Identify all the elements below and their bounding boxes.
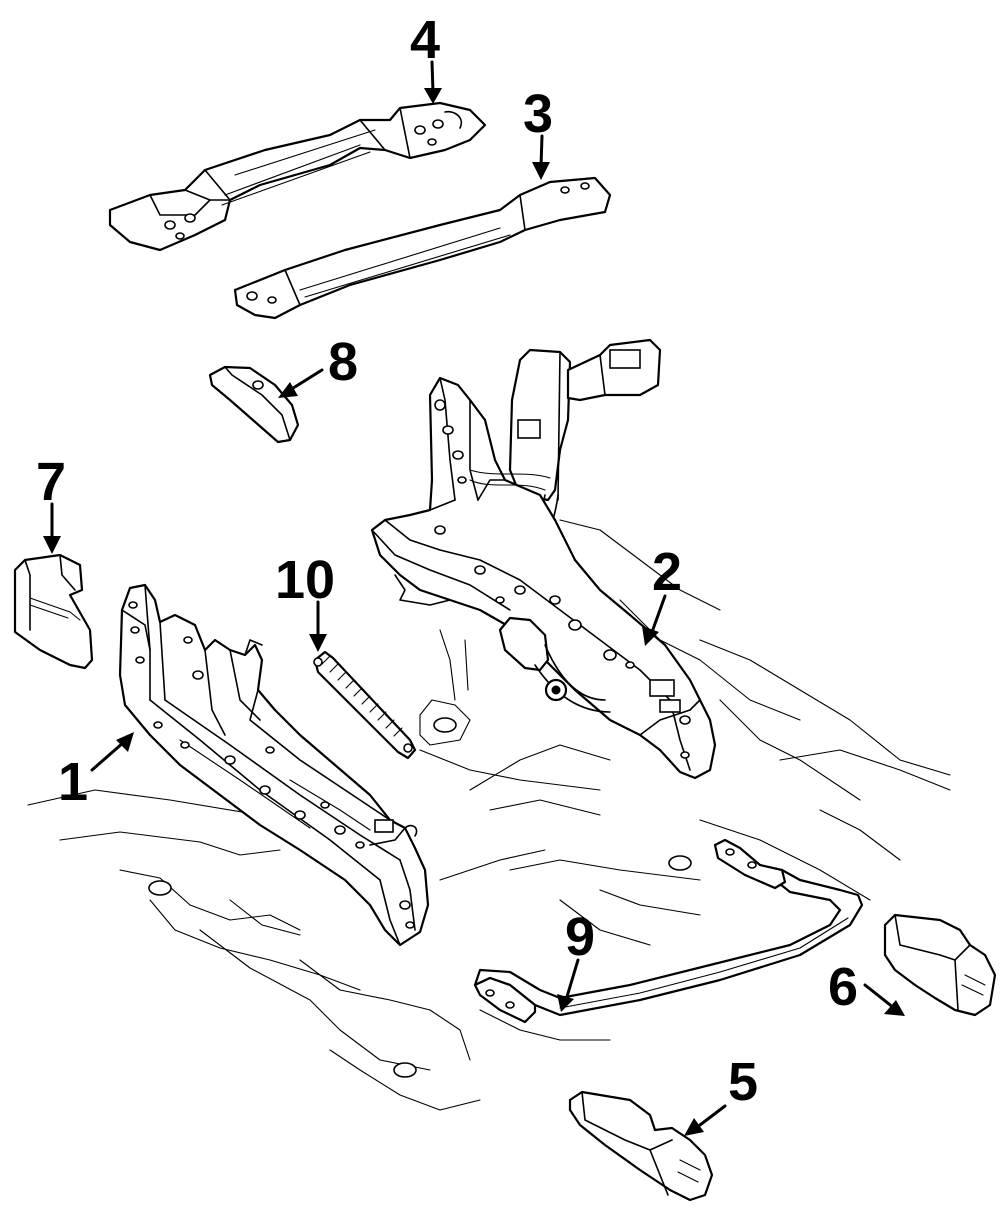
part-7-end-cover (13, 553, 94, 670)
leader-6 (863, 983, 896, 1010)
part-6-end-cap (883, 913, 997, 1017)
arrow-3 (532, 162, 550, 180)
callout-8: 8 (328, 332, 358, 392)
callout-5: 5 (728, 1052, 758, 1112)
callout-7: 7 (36, 452, 66, 512)
leader-1 (90, 740, 126, 772)
part-10-spring (313, 650, 417, 760)
part-9-cross-bar (473, 838, 864, 1024)
leader-2 (650, 594, 667, 634)
leader-9 (564, 958, 580, 1002)
arrow-7 (43, 536, 61, 554)
part-5-end-cap (568, 1090, 714, 1202)
callout-10: 10 (275, 550, 335, 610)
arrow-6 (884, 1000, 905, 1016)
part-3-rail (233, 176, 612, 320)
callouts: 4 3 8 7 10 2 1 9 6 5 (36, 10, 905, 1136)
arrow-10 (309, 634, 327, 652)
callout-4: 4 (410, 10, 440, 70)
part-8-cover (208, 365, 300, 444)
part-2-seat-track-buckle (370, 338, 717, 780)
part-1-seat-track (118, 583, 430, 947)
arrow-4 (424, 88, 442, 104)
leader-8 (288, 368, 324, 392)
callout-3: 3 (523, 84, 553, 144)
arrow-2 (642, 626, 659, 646)
callout-2: 2 (652, 542, 682, 602)
arrow-5 (684, 1118, 704, 1136)
callout-9: 9 (565, 907, 595, 967)
callout-1: 1 (58, 752, 88, 812)
callout-6: 6 (828, 957, 858, 1017)
arrow-1 (116, 732, 134, 752)
part-4-track-bracket (108, 101, 487, 252)
arrow-8 (278, 382, 298, 398)
leader-3 (539, 134, 544, 168)
leader-4 (430, 60, 435, 94)
leader-5 (694, 1104, 727, 1130)
floor-pan (27, 519, 951, 1111)
arrow-9 (557, 994, 574, 1012)
